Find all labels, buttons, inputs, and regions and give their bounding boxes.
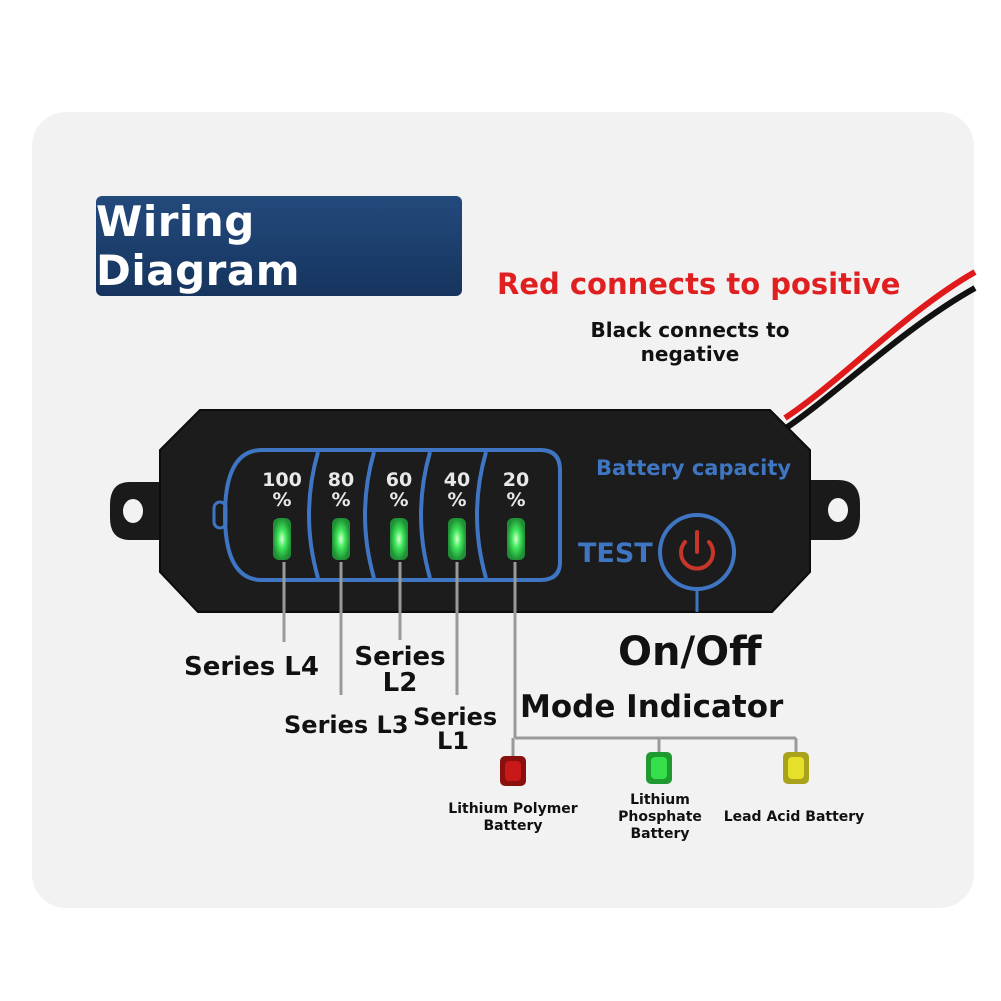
battery-capacity-label: Battery capacity — [596, 456, 792, 480]
page-title: Wiring Diagram — [96, 196, 462, 296]
mode-caption-lithium-polymer: Lithium Polymer Battery — [448, 801, 578, 834]
series-l3-label: Series L3 — [284, 711, 409, 739]
percent-label-20: 20% — [502, 469, 530, 511]
series-l4-label: Series L4 — [184, 652, 319, 682]
power-icon — [658, 513, 736, 591]
red-wire-label: Red connects to positive — [497, 267, 901, 301]
percent-label-60: 60% — [385, 469, 413, 511]
level-led-40 — [448, 518, 466, 560]
test-label: TEST — [578, 538, 653, 569]
black-wire — [778, 285, 977, 435]
level-led-20 — [507, 518, 525, 560]
percent-label-100: 100% — [262, 469, 302, 511]
series-l1-label: Series L1 — [413, 703, 498, 755]
series-l2-label: Series L2 — [354, 642, 446, 698]
on-off-label: On/Off — [618, 629, 762, 675]
mode-led-lead-acid — [783, 752, 809, 784]
device-body — [159, 409, 811, 613]
level-led-60 — [390, 518, 408, 560]
mode-led-lithium-polymer — [500, 756, 526, 786]
right-mount-tab — [805, 480, 860, 540]
percent-label-40: 40% — [443, 469, 471, 511]
mode-caption-lithium-phosphate: Lithium Phosphate Battery — [618, 792, 702, 842]
mode-indicator-label: Mode Indicator — [520, 689, 784, 725]
level-led-80 — [332, 518, 350, 560]
left-mount-tab — [110, 482, 165, 540]
percent-label-80: 80% — [327, 469, 355, 511]
black-wire-label: Black connects to negative — [590, 318, 790, 366]
mode-caption-lead-acid: Lead Acid Battery — [723, 809, 865, 825]
mode-led-lithium-phosphate — [646, 752, 672, 784]
battery-outline — [212, 448, 562, 582]
red-wire — [783, 269, 977, 421]
level-led-100 — [273, 518, 291, 560]
